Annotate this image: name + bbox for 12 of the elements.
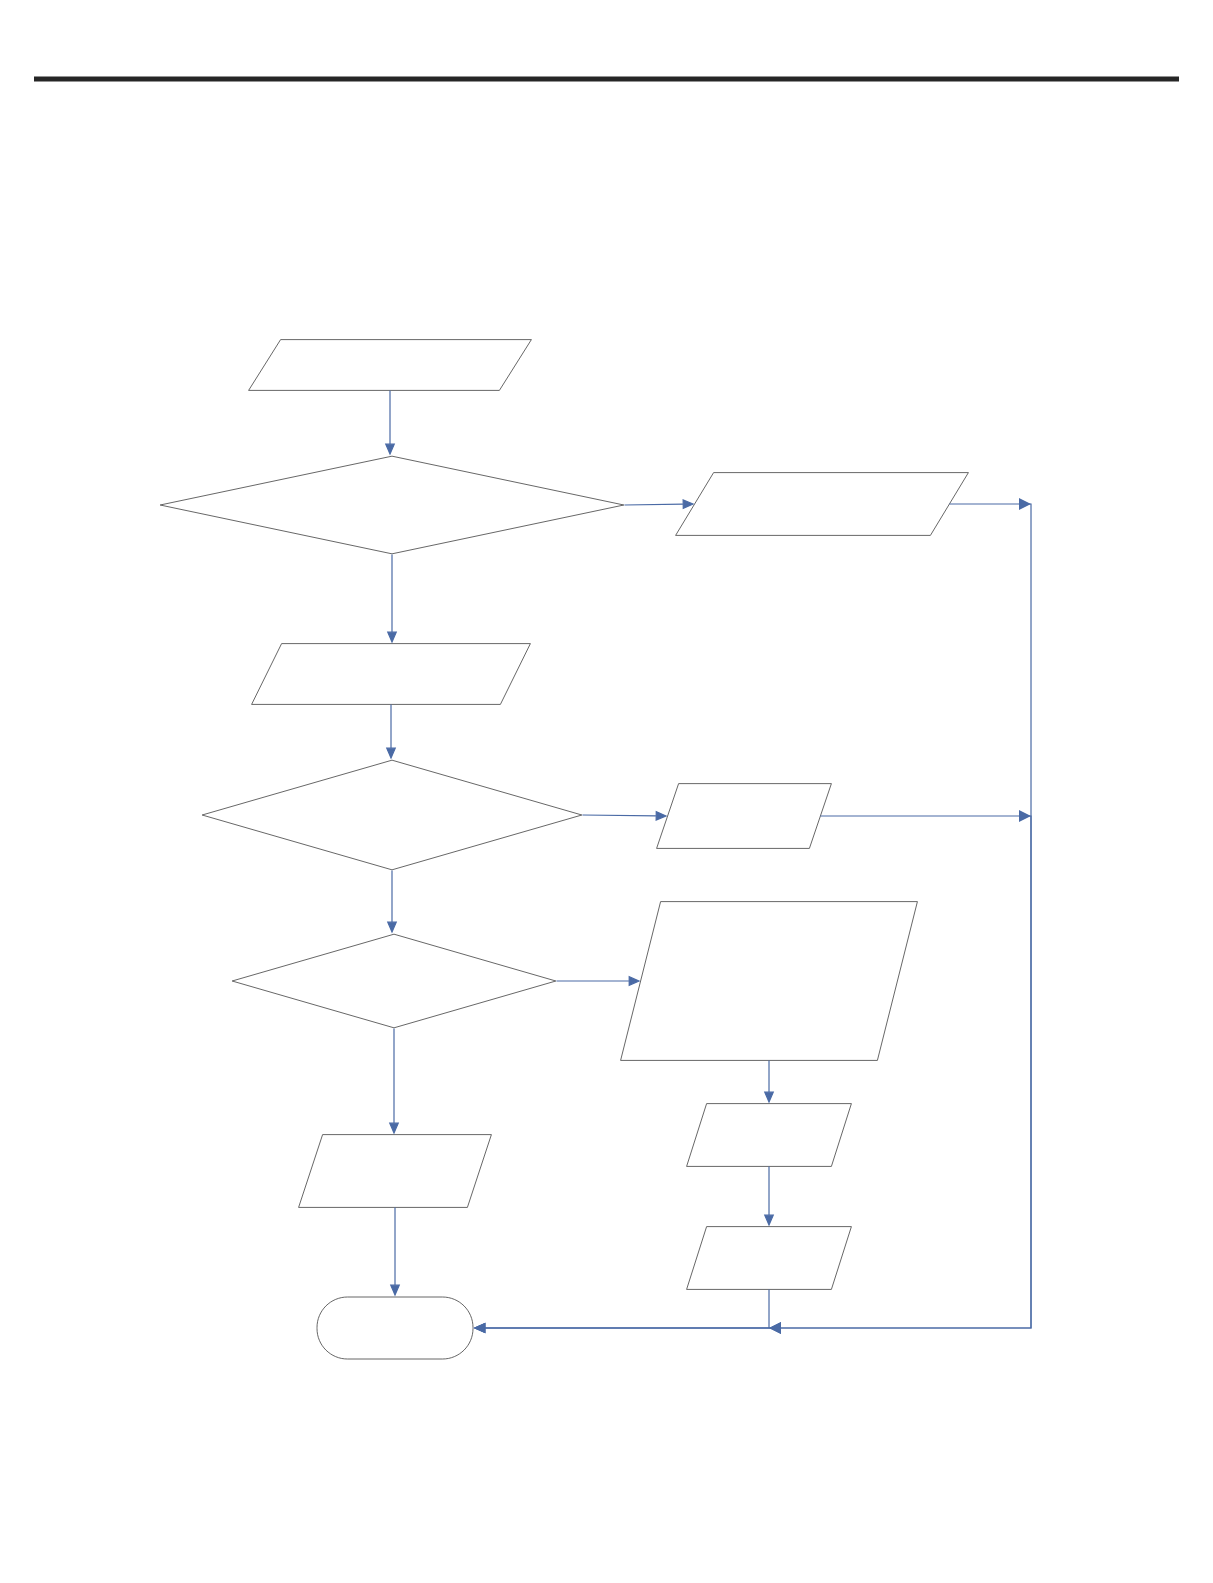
parallelogram-box (248, 339, 532, 391)
decision-diamond (201, 759, 583, 871)
parallelogram-box (298, 1134, 492, 1208)
parallelogram-box (686, 1226, 852, 1290)
decision-diamond (159, 455, 625, 555)
parallelogram-box (686, 1103, 852, 1167)
parallelogram-box (620, 901, 918, 1061)
decision-diamond (231, 933, 557, 1029)
parallelogram-box (675, 472, 969, 536)
terminal-pill (316, 1296, 474, 1360)
parallelogram-box (656, 783, 832, 849)
parallelogram-box (251, 643, 531, 705)
